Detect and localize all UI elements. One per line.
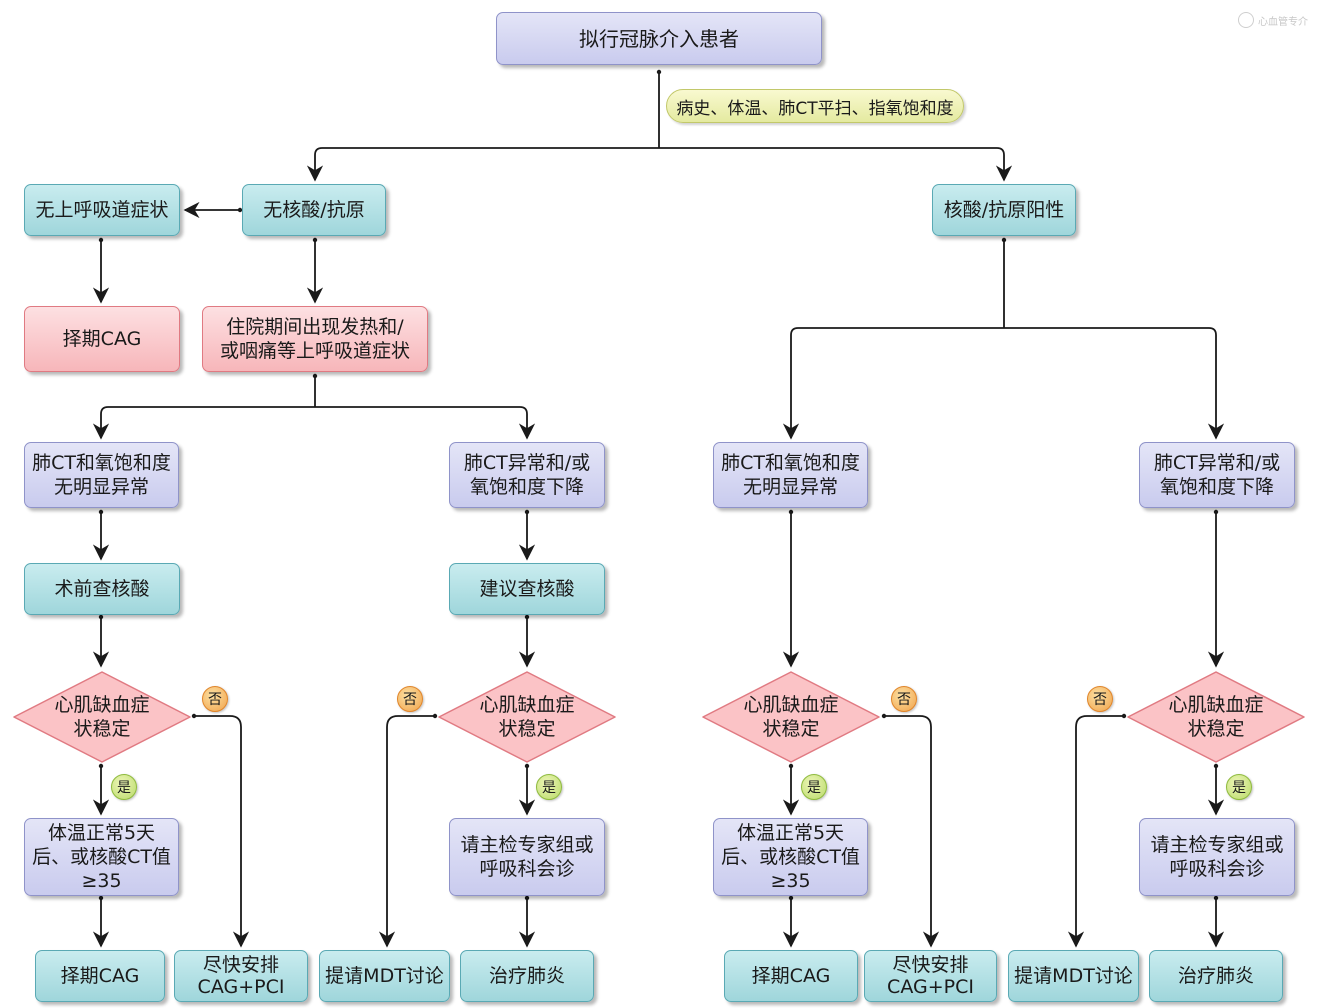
r-temp-normal-node: 体温正常5天 后、或核酸CT值 ≥35 [713, 818, 868, 896]
decision-text: 心肌缺血症 状稳定 [54, 694, 150, 740]
r-treat-pneumonia-outcome: 治疗肺炎 [1149, 950, 1283, 1002]
l2-decision-diamond: 心肌缺血症 状稳定 [437, 670, 617, 764]
r-urgent-pci-outcome: 尽快安排 CAG+PCI [864, 950, 997, 1002]
connector-r2-decision-no [1067, 715, 1124, 948]
negative-node: 无核酸/抗原 [242, 184, 386, 236]
yes-badge: 是 [536, 774, 562, 800]
l-temp-normal-node: 体温正常5天 后、或核酸CT值 ≥35 [24, 818, 179, 896]
l-urgent-pci-outcome: 尽快安排 CAG+PCI [174, 950, 308, 1002]
watermark-text: 心血管专介 [1258, 16, 1308, 28]
connector-l2-decision-no [378, 715, 435, 948]
yes-badge: 是 [801, 774, 827, 800]
connector-split-left-normal [92, 406, 315, 440]
l-abnormal-ct-node: 肺CT异常和/或 氧饱和度下降 [449, 442, 605, 508]
no-badge: 否 [397, 686, 423, 712]
l-decision-diamond: 心肌缺血症 状稳定 [12, 670, 192, 764]
connector-split-right-normal [782, 327, 1004, 440]
yes-badge: 是 [1226, 774, 1252, 800]
connector-l-decision-no [194, 715, 250, 948]
no-symptoms-node: 无上呼吸道症状 [24, 184, 180, 236]
watermark: 心血管专介 [1238, 12, 1308, 28]
l-treat-pneumonia-outcome: 治疗肺炎 [460, 950, 594, 1002]
l-consult-node: 请主检专家组或 呼吸科会诊 [449, 818, 605, 896]
l-preop-test-node: 术前查核酸 [24, 563, 180, 615]
logo-seal-icon [1238, 12, 1254, 28]
l-elective-cag-outcome: 择期CAG [35, 950, 165, 1002]
r-abnormal-ct-node: 肺CT异常和/或 氧饱和度下降 [1139, 442, 1295, 508]
r-elective-cag-outcome: 择期CAG [724, 950, 858, 1002]
r2-decision-diamond: 心肌缺血症 状稳定 [1126, 670, 1306, 764]
r-mdt-outcome: 提请MDT讨论 [1008, 950, 1139, 1002]
connector-to-positive [659, 147, 1013, 182]
positive-node: 核酸/抗原阳性 [932, 184, 1076, 236]
decision-text: 心肌缺血症 状稳定 [1168, 694, 1264, 740]
l-suggest-test-node: 建议查核酸 [449, 563, 605, 615]
connector-to-negative [306, 147, 659, 182]
symptoms-node: 住院期间出现发热和/ 或咽痛等上呼吸道症状 [202, 306, 428, 372]
connector-split-right-abnormal [1004, 327, 1225, 440]
start-node: 拟行冠脉介入患者 [496, 12, 822, 65]
screening-label: 病史、体温、肺CT平扫、指氧饱和度 [666, 89, 964, 123]
decision-text: 心肌缺血症 状稳定 [743, 694, 839, 740]
decision-text: 心肌缺血症 状稳定 [479, 694, 575, 740]
yes-badge: 是 [111, 774, 137, 800]
elective-cag-node: 择期CAG [24, 306, 180, 372]
l-normal-ct-node: 肺CT和氧饱和度 无明显异常 [24, 442, 179, 508]
no-badge: 否 [202, 686, 228, 712]
no-badge: 否 [1087, 686, 1113, 712]
no-badge: 否 [891, 686, 917, 712]
r-decision-diamond: 心肌缺血症 状稳定 [701, 670, 881, 764]
connector-split-left-abnormal [315, 406, 536, 440]
connector-r-decision-no [884, 715, 940, 948]
r-normal-ct-node: 肺CT和氧饱和度 无明显异常 [713, 442, 868, 508]
l-mdt-outcome: 提请MDT讨论 [319, 950, 450, 1002]
r-consult-node: 请主检专家组或 呼吸科会诊 [1139, 818, 1295, 896]
